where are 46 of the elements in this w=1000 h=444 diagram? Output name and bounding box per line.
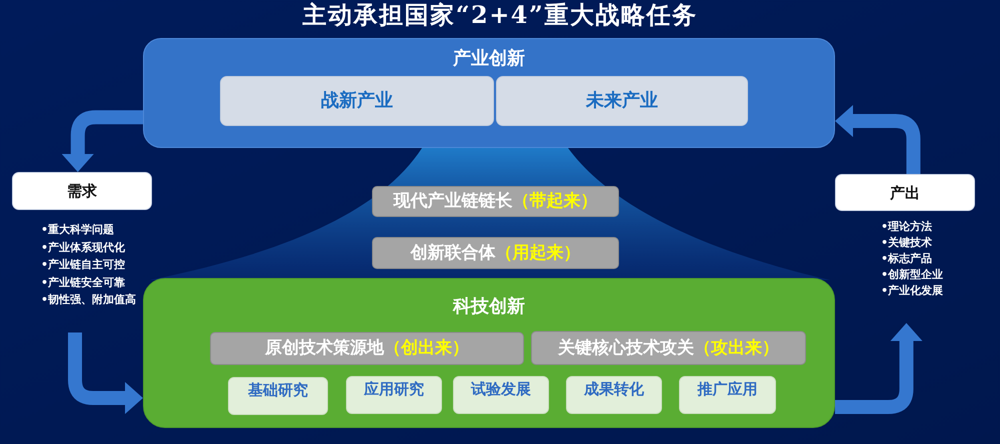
box-label: 应用研究 <box>364 379 424 399</box>
diagram-title: 主动承担国家“2+4”重大战略任务 <box>302 1 698 29</box>
stage-box <box>679 376 776 414</box>
box-label: 推广应用 <box>698 379 758 399</box>
task-box <box>210 332 524 365</box>
category-box <box>496 76 748 126</box>
bullet-item: •韧性强、附加值高 <box>41 292 136 308</box>
mechanism-box <box>372 186 619 217</box>
bullet-item: •标志产品 <box>881 251 932 267</box>
panel-heading: 产业创新 <box>453 48 525 70</box>
section-panel <box>143 38 835 148</box>
emphasis-label: （创出来） <box>384 338 469 359</box>
bullet-item: •产业化发展 <box>881 283 944 299</box>
bullet-item: •重大科学问题 <box>41 222 114 238</box>
box-label: 试验发展 <box>471 379 531 399</box>
curved-arrow <box>68 332 143 414</box>
bullet-item: •产业链自主可控 <box>41 257 126 273</box>
box-label: 未来产业 <box>586 90 658 112</box>
box-label: 原创技术策源地 <box>265 338 384 359</box>
box-label: 现代产业链链长 <box>394 191 512 212</box>
section-panel <box>143 278 835 428</box>
curved-arrow <box>62 110 143 172</box>
bullet-item: •产业链安全可靠 <box>41 274 126 290</box>
curved-arrow <box>835 323 922 414</box>
box-label: 关键核心技术攻关 <box>558 338 694 358</box>
bullet-item: •理论方法 <box>881 219 932 235</box>
bullet-item: •关键技术 <box>881 235 932 251</box>
box-label: 战新产业 <box>321 90 393 112</box>
task-box <box>531 331 806 365</box>
emphasis-label: （带起来） <box>512 191 598 212</box>
stage-box <box>453 376 549 414</box>
box-label: 基础研究 <box>248 380 308 400</box>
box-label: 创新联合体 <box>410 242 496 264</box>
stage-box <box>566 376 662 414</box>
emphasis-label: （用起来） <box>496 242 580 264</box>
category-box <box>220 76 494 126</box>
mechanism-box <box>372 237 619 269</box>
bullet-item: •产业体系现代化 <box>41 240 126 256</box>
emphasis-label: （攻出来） <box>694 338 779 358</box>
stage-box <box>228 377 328 415</box>
box-label: 需求 <box>67 181 97 201</box>
bullet-item: •创新型企业 <box>881 267 944 283</box>
box-label: 产出 <box>890 182 920 202</box>
stage-box <box>346 376 442 414</box>
box-label: 成果转化 <box>584 379 644 399</box>
panel-heading: 科技创新 <box>453 296 525 318</box>
